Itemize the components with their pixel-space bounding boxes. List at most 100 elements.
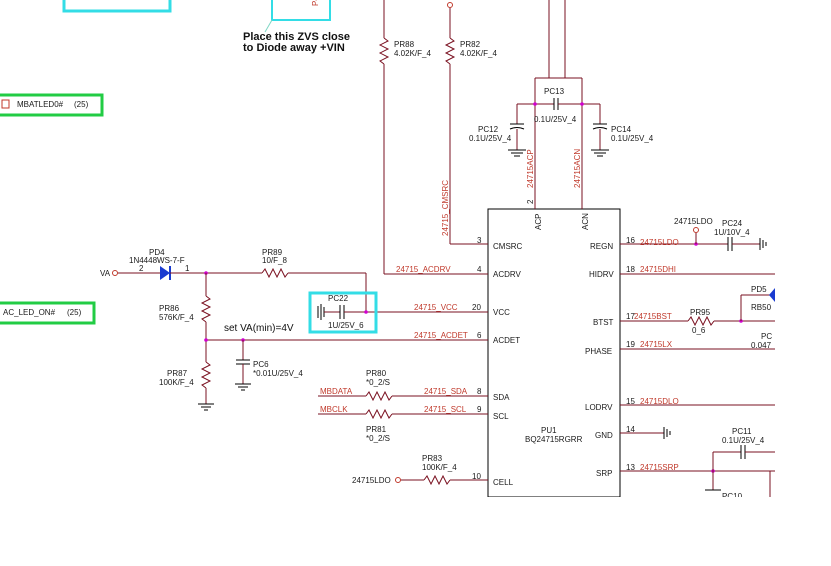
net-sda: 24715_SDA xyxy=(424,387,468,396)
offpage-acled-name: AC_LED_ON# xyxy=(3,308,56,317)
net-cmsrc: 24715_CMSRC xyxy=(441,180,450,236)
ic-top-acp: ACP xyxy=(534,214,543,230)
pc14-val: 0.1U/25V_4 xyxy=(611,134,654,143)
ic-pin-cell: CELL xyxy=(493,478,514,487)
pr80-ref: PR80 xyxy=(366,369,387,378)
net-acdet: 24715_ACDET xyxy=(414,331,468,340)
pr81-val: *0_2/S xyxy=(366,434,390,443)
pd5-ref: PD5 xyxy=(751,285,767,294)
pr87-val: 100K/F_4 xyxy=(159,378,194,387)
pr89-ref: PR89 xyxy=(262,248,283,257)
ic-pin-acdet: ACDET xyxy=(493,336,520,345)
pc22-ref: PC22 xyxy=(328,294,349,303)
pd4-pin2: 2 xyxy=(139,264,144,273)
offpage-acled-box xyxy=(0,301,96,325)
pr86-ref: PR86 xyxy=(159,304,180,313)
pr82-val: 4.02K/F_4 xyxy=(460,49,497,58)
pc12-val: 0.1U/25V_4 xyxy=(469,134,512,143)
ic-pin-num-phase: 19 xyxy=(626,340,635,349)
ic-pin-num-btst: 17 xyxy=(626,312,635,321)
net-va: VA xyxy=(100,269,111,278)
note-line-2: to Diode away +VIN xyxy=(243,42,345,54)
pc-clipped-ref: PC xyxy=(761,332,772,341)
pc14-ref: PC14 xyxy=(611,125,632,134)
net-hidrv: 24715DHI xyxy=(640,265,676,274)
pr82-ref: PR82 xyxy=(460,40,481,49)
ic-pin-num-regn: 16 xyxy=(626,236,635,245)
pd5-val: RB50 xyxy=(751,303,772,312)
ic-pin-regn: REGN xyxy=(590,242,613,251)
net-ldo-top: 24715LDO xyxy=(674,217,713,226)
pr86-val: 576K/F_4 xyxy=(159,313,194,322)
pc11-ref: PC11 xyxy=(732,427,752,436)
ic-pin-num-srp: 13 xyxy=(626,463,635,472)
offpage-mbatled-box xyxy=(0,93,104,117)
highlight-box-top-left xyxy=(62,0,172,13)
ic-top-acp-num: 2 xyxy=(526,199,535,204)
note-setva: set VA(min)=4V xyxy=(224,323,294,334)
ic-pin-lodrv: LODRV xyxy=(585,403,613,412)
ic-pin-num-acdrv: 4 xyxy=(477,265,482,274)
pc10-ref: PC10 xyxy=(722,492,743,501)
pc6-ref: PC6 xyxy=(253,360,269,369)
pc22-highlight-box xyxy=(308,291,378,334)
ic-pin-sda: SDA xyxy=(493,393,510,402)
pc24-ref: PC24 xyxy=(722,219,743,228)
pc13-ref: PC13 xyxy=(544,87,565,96)
pr80-val: *0_2/S xyxy=(366,378,390,387)
net-mbdata: MBDATA xyxy=(320,387,353,396)
pc-clipped-val: 0.047 xyxy=(751,341,772,350)
pc11-val: 0.1U/25V_4 xyxy=(722,436,765,445)
pr87-ref: PR87 xyxy=(167,369,188,378)
net-scl: 24715_SCL xyxy=(424,405,467,414)
ic-part: BQ24715RGRR xyxy=(525,435,583,444)
ic-pin-scl: SCL xyxy=(493,412,509,421)
note-line-1: Place this ZVS close xyxy=(243,31,350,43)
pr88-val: 4.02K/F_4 xyxy=(394,49,431,58)
pr95-ref: PR95 xyxy=(690,308,711,317)
net-btst: 24715BST xyxy=(634,312,672,321)
pc13-val: 0.1U/25V_4 xyxy=(534,115,577,124)
ic-pin-num-cell: 10 xyxy=(472,472,481,481)
net-acn: 24715ACN xyxy=(573,149,582,188)
ic-pin-num-sda: 8 xyxy=(477,387,482,396)
pc22-val: 1U/25V_6 xyxy=(328,321,364,330)
net-lodrv: 24715DLO xyxy=(640,397,679,406)
pc6-val: *0.01U/25V_4 xyxy=(253,369,303,378)
ic-pin-num-acdet: 6 xyxy=(477,331,482,340)
net-cell-ldo: 24715LDO xyxy=(352,476,391,485)
note-leader-line xyxy=(264,19,273,33)
pr95-val: 0_6 xyxy=(692,326,706,335)
offpage-mbatled-name: MBATLED0# xyxy=(17,100,64,109)
ic-pin-num-lodrv: 15 xyxy=(626,397,635,406)
pr88-ref: PR88 xyxy=(394,40,415,49)
ic-pin-phase: PHASE xyxy=(585,347,612,356)
pd4-val: 1N4448WS-7-F xyxy=(129,256,185,265)
pr89-val: 10/F_8 xyxy=(262,256,287,265)
net-mbclk: MBCLK xyxy=(320,405,348,414)
ic-pin-num-cmsrc: 3 xyxy=(477,236,482,245)
pc24-val: 1U/10V_4 xyxy=(714,228,750,237)
offpage-mbatled-ref: (25) xyxy=(74,100,89,109)
ic-pin-num-scl: 9 xyxy=(477,405,482,414)
ic-pin-cmsrc: CMSRC xyxy=(493,242,523,251)
ic-ref: PU1 xyxy=(541,426,557,435)
ic-pin-hidrv: HIDRV xyxy=(589,270,614,279)
offpage-acled-ref: (25) xyxy=(67,308,82,317)
offpage-mbatled-flag xyxy=(1,99,10,109)
ic-pin-gnd: GND xyxy=(595,431,613,440)
pr81-ref: PR81 xyxy=(366,425,387,434)
clipped-top-label: P4 xyxy=(311,0,320,6)
pd4-pin1: 1 xyxy=(185,264,190,273)
net-acdrv: 24715_ACDRV xyxy=(396,265,451,274)
net-acp: 24715ACP xyxy=(526,149,535,188)
net-regn: 24715LDO xyxy=(640,238,679,247)
pc12-ref: PC12 xyxy=(478,125,499,134)
ic-pin-srp: SRP xyxy=(596,469,612,478)
highlight-box-top-mid xyxy=(271,0,331,21)
ic-pin-vcc: VCC xyxy=(493,308,510,317)
ic-pin-btst: BTST xyxy=(593,318,614,327)
ic-pin-num-gnd: 14 xyxy=(626,425,635,434)
ic-top-acn: ACN xyxy=(581,213,590,230)
